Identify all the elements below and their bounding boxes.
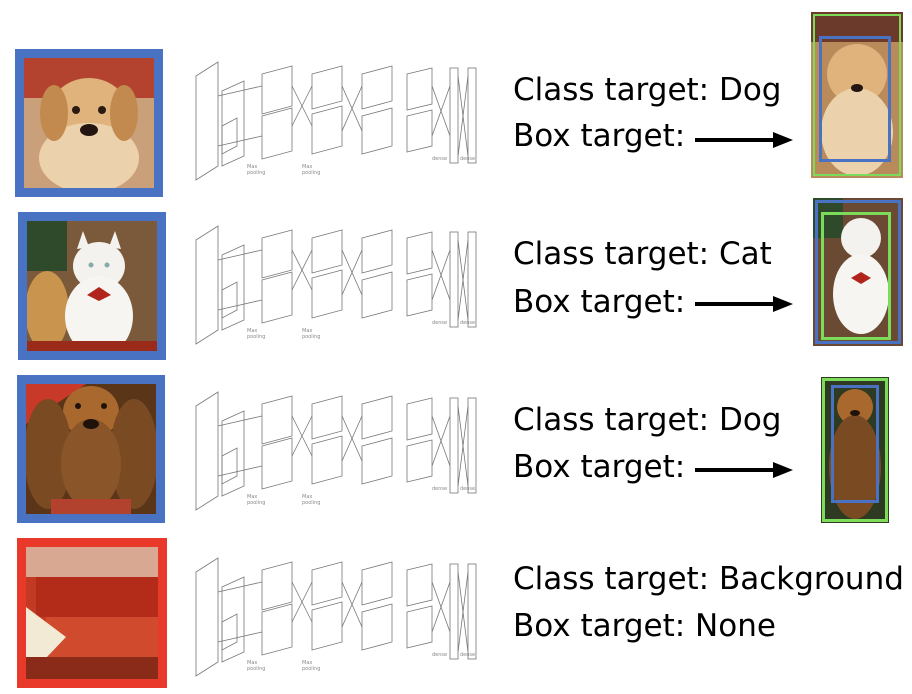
box-target-label: Box target: bbox=[513, 284, 686, 320]
region-crop-dog bbox=[15, 49, 163, 197]
target-image-dog bbox=[811, 12, 903, 178]
class-target-label: Class target: Background bbox=[513, 561, 904, 597]
svg-text:Max: Max bbox=[247, 328, 257, 334]
class-target-label: Class target: Dog bbox=[513, 72, 782, 108]
svg-text:Max: Max bbox=[247, 164, 257, 170]
region-crop-dog bbox=[17, 375, 165, 523]
box-target-label: Box target: bbox=[513, 118, 686, 154]
couch-photo bbox=[26, 547, 158, 679]
svg-text:Max: Max bbox=[302, 660, 312, 666]
proposal-box bbox=[831, 385, 879, 503]
dog-photo bbox=[24, 58, 154, 188]
right-arrow-icon bbox=[695, 294, 795, 314]
ground-truth-box bbox=[821, 212, 891, 340]
right-arrow-icon bbox=[695, 130, 795, 150]
svg-text:Max: Max bbox=[247, 660, 257, 666]
svg-text:pooling: pooling bbox=[302, 334, 320, 340]
svg-text:dense: dense bbox=[432, 156, 447, 162]
cat-photo bbox=[27, 221, 157, 351]
ground-truth-box bbox=[822, 378, 888, 522]
proposal-box bbox=[819, 36, 891, 162]
svg-text:Max: Max bbox=[302, 494, 312, 500]
svg-text:Max: Max bbox=[302, 328, 312, 334]
svg-text:dense: dense bbox=[460, 652, 475, 658]
box-target-label: Box target: bbox=[513, 449, 686, 485]
region-crop-background bbox=[17, 538, 167, 688]
target-image-cat bbox=[813, 198, 903, 346]
ground-truth-box bbox=[813, 14, 901, 176]
proposal-box bbox=[815, 200, 901, 344]
class-target-label: Class target: Cat bbox=[513, 236, 772, 272]
region-crop-cat bbox=[18, 212, 166, 360]
right-arrow-icon bbox=[695, 460, 795, 480]
svg-text:dense: dense bbox=[432, 652, 447, 658]
svg-text:dense: dense bbox=[432, 320, 447, 326]
svg-text:pooling: pooling bbox=[302, 500, 320, 506]
box-target-label: Box target: None bbox=[513, 608, 776, 644]
class-target-label: Class target: Dog bbox=[513, 402, 782, 438]
svg-text:pooling: pooling bbox=[247, 500, 265, 506]
svg-text:pooling: pooling bbox=[247, 334, 265, 340]
svg-text:Max: Max bbox=[247, 494, 257, 500]
svg-text:pooling: pooling bbox=[247, 170, 265, 176]
svg-text:dense: dense bbox=[460, 320, 475, 326]
svg-text:dense: dense bbox=[460, 156, 475, 162]
spaniel-photo bbox=[26, 384, 156, 514]
svg-text:pooling: pooling bbox=[302, 170, 320, 176]
svg-text:dense: dense bbox=[460, 486, 475, 492]
svg-text:dense: dense bbox=[432, 486, 447, 492]
svg-text:pooling: pooling bbox=[247, 666, 265, 672]
svg-text:pooling: pooling bbox=[302, 666, 320, 672]
svg-text:Max: Max bbox=[302, 164, 312, 170]
target-image-spaniel bbox=[821, 377, 889, 523]
